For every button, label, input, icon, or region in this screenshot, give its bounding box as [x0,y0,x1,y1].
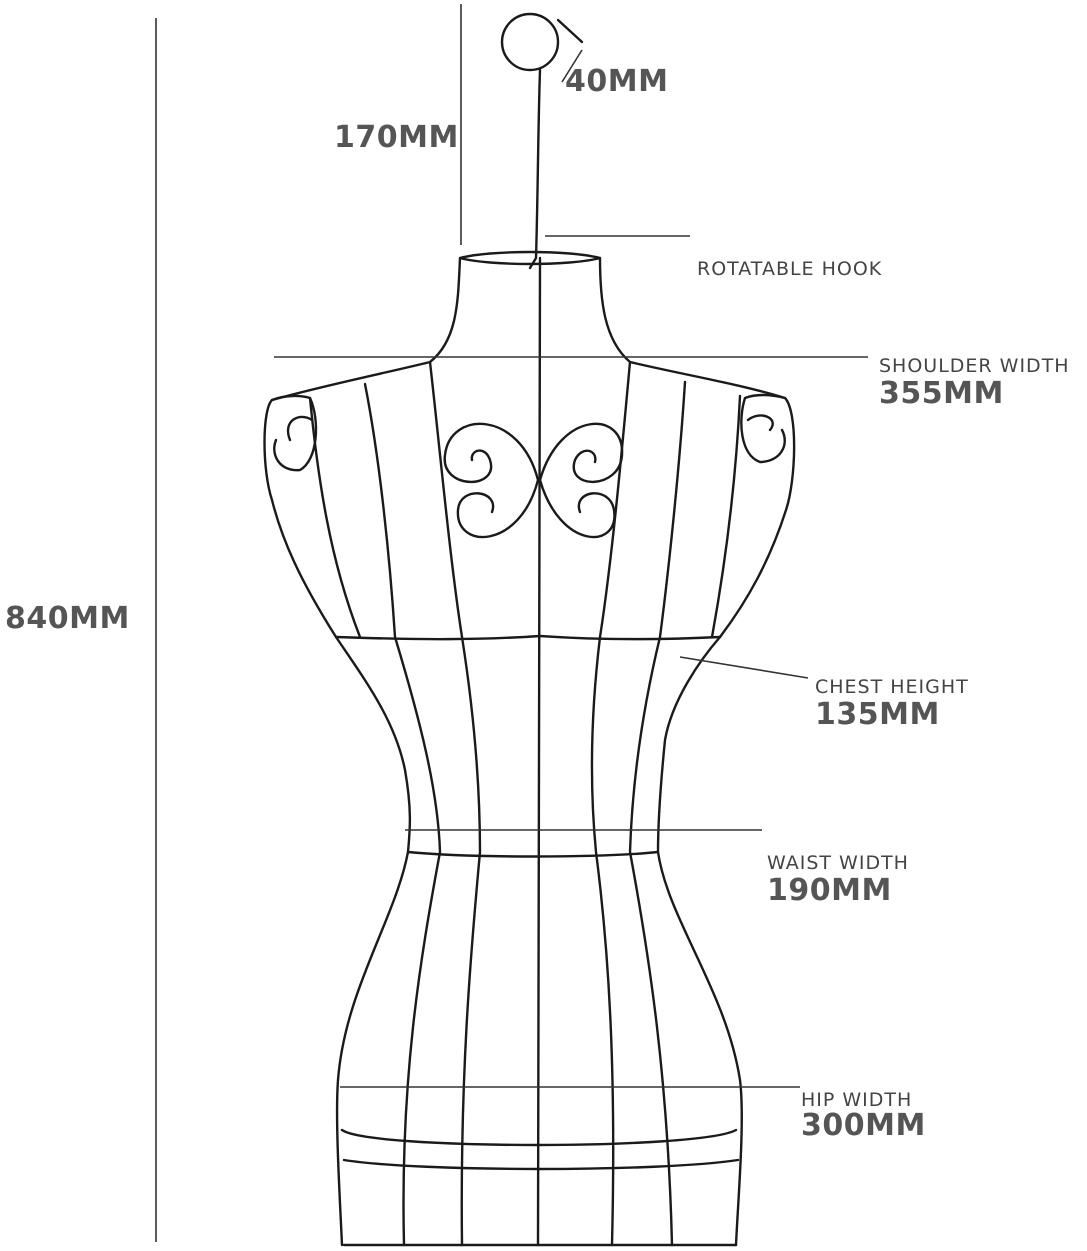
shoulder-width-value: 355MM [879,376,1004,411]
chest-ring-wire [334,634,722,641]
total-height-value: 840MM [5,601,130,636]
waist-width-label: WAIST WIDTH [767,852,909,874]
lower-torso-outline-wire [334,635,743,1247]
hip-width-label: HIP WIDTH [801,1089,913,1111]
right-arm-cap-wire [740,393,787,464]
torso-ribs-wire [308,256,742,1247]
hip-base-wire [340,1128,740,1247]
chest-height-value: 135MM [815,697,940,732]
left-arm-cap-wire [270,394,318,472]
hook-wire [500,12,584,270]
shoulder-width-label: SHOULDER WIDTH [879,355,1070,377]
chest-height-label: CHEST HEIGHT [815,676,969,698]
hip-width-value: 300MM [801,1108,926,1143]
scroll-ornament-wire [443,422,624,539]
rotatable-hook-label: ROTATABLE HOOK [697,258,883,280]
hook-diameter-leader [561,49,583,83]
chest-height-leader [679,656,809,679]
torso-outline-wire [263,250,796,639]
waist-ring-wire [406,850,660,858]
waist-width-value: 190MM [767,873,892,908]
hook-diameter-value: 40MM [565,64,669,99]
hook-height-value: 170MM [334,120,459,155]
